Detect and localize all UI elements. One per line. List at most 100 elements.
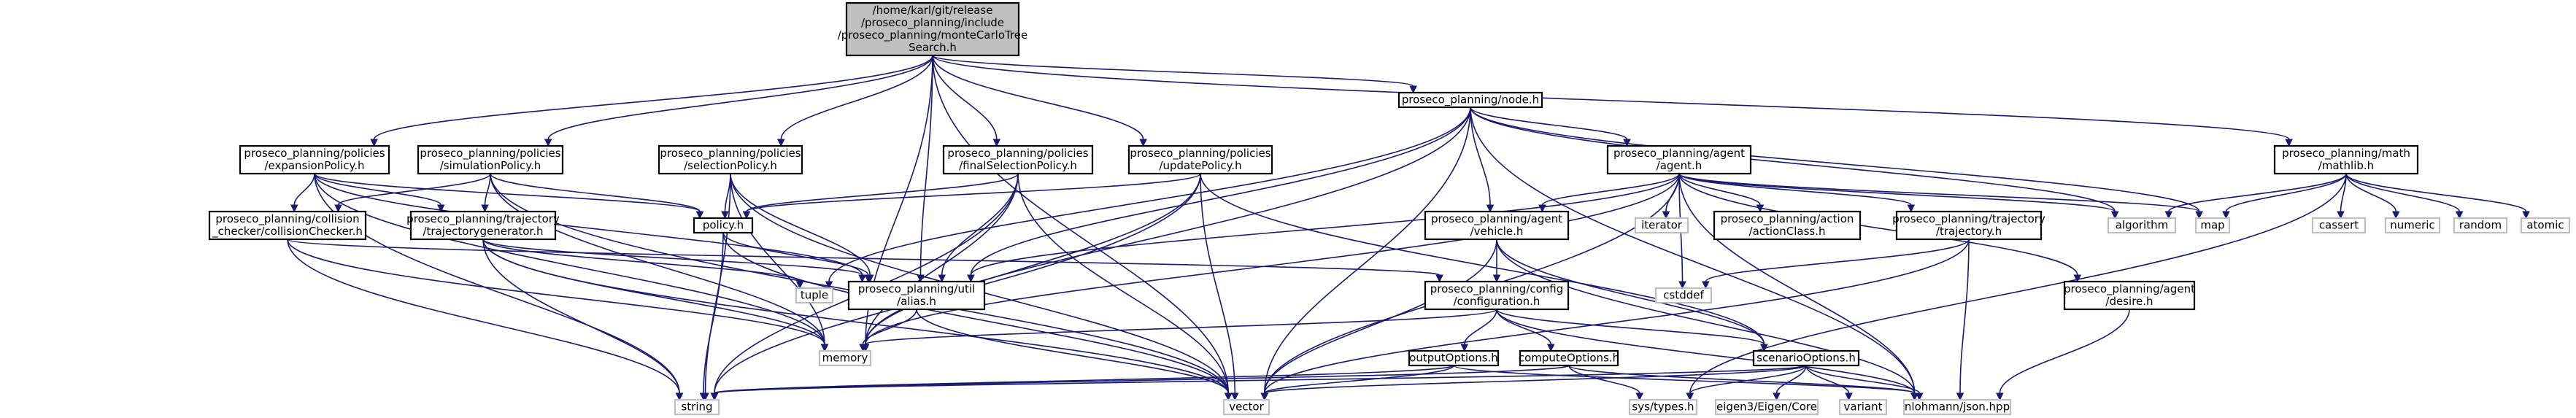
edge-agent-to-vehicle [1538,173,1680,213]
node-desire[interactable]: proseco_planning/agent/desire.h [2063,280,2195,311]
node-box [1838,398,1888,416]
node-box [1654,287,1713,304]
edge-line [746,173,1201,212]
node-box [1714,398,1819,416]
edge-line [722,232,869,276]
edge-simulationPolicy-to-memory [490,173,829,352]
edge-line [932,55,2290,140]
edge-arrowhead [2110,211,2119,220]
edge-computeOptions-to-json [1568,365,1918,401]
node-actionClass[interactable]: proseco_planning/action/actionClass.h [1713,210,1862,241]
node-label-line: Search.h [909,41,957,54]
edge-line [746,173,1019,212]
edge-expansionPolicy-to-trajectorygenerator [314,173,445,213]
node-box [1424,280,1570,311]
edge-arrowhead [699,392,708,401]
node-label-line: proseco_planning/math [2282,147,2410,160]
edge-line [1999,309,2130,394]
node-box [1606,144,1752,175]
edge-arrowhead [992,139,1001,147]
edge-line [1200,173,1236,394]
edge-line [970,107,1471,276]
node-label-line: proseco_planning/node.h [1402,93,1539,107]
node-atomic: atomic [2520,217,2571,234]
edge-line [714,365,1807,394]
node-node[interactable]: proseco_planning/node.h [1397,91,1543,109]
node-cassert: cassert [2311,217,2367,234]
edge-arrowhead [1492,274,1501,283]
node-cstddef: cstddef [1654,287,1713,304]
edge-scenarioOptions-to-vector [1260,365,1807,401]
node-alias[interactable]: proseco_planning/util/alias.h [847,280,986,311]
node-vehicle[interactable]: proseco_planning/agent/vehicle.h [1424,210,1570,241]
edge-node-to-algorithm [1470,107,2119,220]
edge-line [1496,309,1552,345]
node-trajectory[interactable]: proseco_planning/trajectory/trajectory.h [1892,210,2045,241]
node-label-line: /proseco_planning/include [861,16,1004,30]
edge-arrowhead [1435,274,1443,283]
node-label-line: map [2200,219,2224,232]
edge-line [780,55,933,140]
node-label-line: proseco_planning/agent [1431,212,1562,226]
node-updatePolicy[interactable]: proseco_planning/policies/updatePolicy.h [1127,144,1273,175]
edge-arrowhead [675,392,684,401]
node-label-line: /proseco_planning/monteCarloTree [838,28,1028,42]
edge-arrowhead [1907,204,1916,213]
node-selectionPolicy[interactable]: proseco_planning/policies/selectionPolic… [658,144,803,175]
edge-arrowhead [2164,211,2173,220]
edge-line [1568,365,1916,394]
node-label-line: proseco_planning/agent [2064,282,2195,296]
edge-finalSelectionPolicy-to-vector [1017,173,1233,401]
edge-line [1017,173,1229,394]
node-map: map [2194,217,2231,234]
node-mathlib[interactable]: proseco_planning/math/mathlib.h [2273,144,2419,175]
edge-agent-to-desire [1678,173,2082,283]
edge-line [862,309,917,345]
edge-arrowhead [1956,392,1964,401]
node-policy[interactable]: policy.h [693,217,754,234]
edge-line [482,239,801,282]
node-label-line: proseco_planning/trajectory [1892,212,2045,226]
node-simulationPolicy[interactable]: proseco_planning/policies/simulationPoli… [417,144,564,175]
node-label-line: computeOptions.h [1519,352,1619,365]
node-scenarioOptions[interactable]: scenarioOptions.h [1752,349,1860,367]
edge-line [314,173,863,276]
edge-arrowhead [1845,392,1853,401]
node-label-line: proseco_planning/policies [244,147,385,160]
edge-arrowhead [1224,392,1233,401]
edge-line [1463,309,1497,345]
node-trajectorygenerator[interactable]: proseco_planning/trajectory/trajectoryge… [406,210,560,241]
node-configuration[interactable]: proseco_planning/config/configuration.h [1424,280,1570,311]
node-computeOptions[interactable]: computeOptions.h [1519,349,1619,367]
node-collisionChecker[interactable]: proseco_planning/collision_checker/colli… [208,210,367,241]
node-label-line: /trajectorygenerator.h [423,225,543,238]
edge-line [1264,365,1454,394]
node-label-line: /actionClass.h [1749,225,1826,238]
edge-line [1470,107,2200,212]
edge-line [490,173,825,345]
edge-line [1805,365,1921,394]
node-label-line: /simulationPolicy.h [440,159,541,172]
edge-line [1959,239,1970,394]
node-box [1222,398,1270,416]
edge-line [916,309,1229,394]
edge-agent-to-alias [967,173,1680,283]
node-box [239,144,390,175]
node-label-line: sys/types.h [1632,400,1694,414]
node-box [795,287,834,304]
edge-arrowhead [370,139,378,147]
edge-arrowhead [938,274,946,283]
node-outputOptions[interactable]: outputOptions.h [1408,349,1500,367]
node-expansionPolicy[interactable]: proseco_planning/policies/expansionPolic… [239,144,390,175]
node-agent[interactable]: proseco_planning/agent/agent.h [1606,144,1752,175]
node-label-line: /configuration.h [1454,295,1540,308]
edge-line [1496,239,1765,345]
node-finalSelectionPolicy[interactable]: proseco_planning/policies/finalSelection… [942,144,1094,175]
edge-line [314,173,680,394]
edge-agent-to-map [1678,173,2203,220]
edge-arrowhead [1260,392,1269,401]
edge-alias-to-vector [916,309,1233,401]
edge-node-to-agent [1470,107,1631,147]
edge-line [1689,365,1807,394]
node-box [1408,349,1500,367]
